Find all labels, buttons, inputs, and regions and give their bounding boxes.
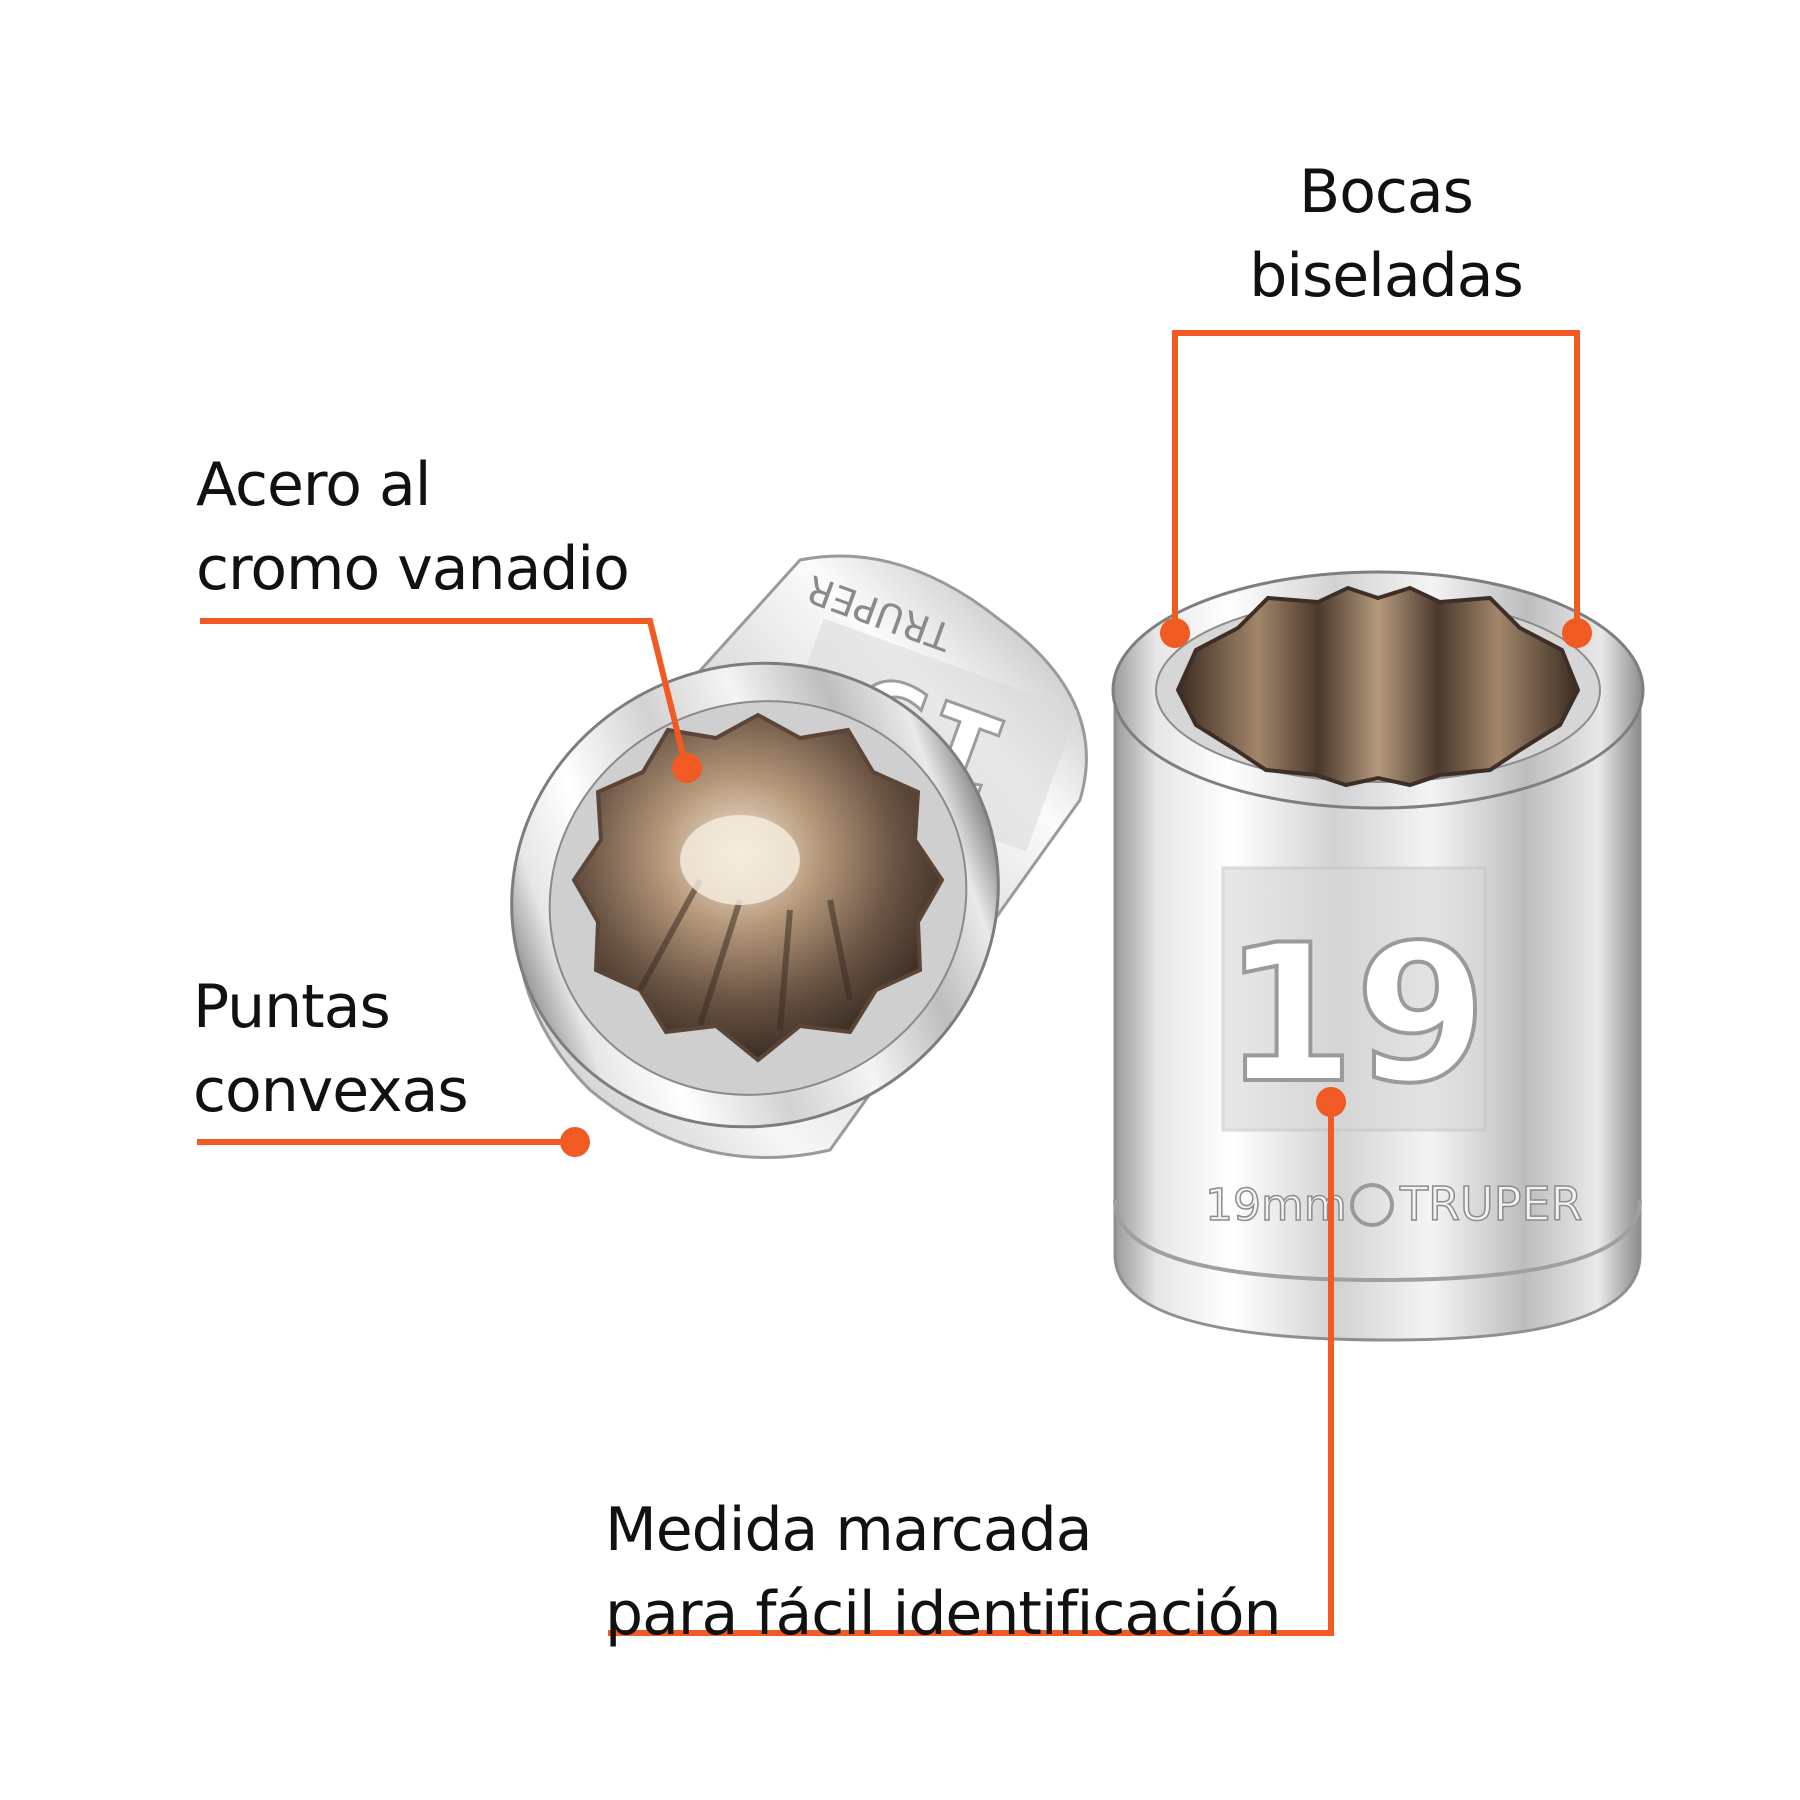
leader-medida xyxy=(608,1100,1334,1636)
right-socket: 19 19mm TRUPER xyxy=(1111,570,1645,1342)
right-socket-brand-mark: TRUPER xyxy=(1399,1177,1583,1231)
callout-puntas-convexas: Puntas convexas xyxy=(193,965,469,1133)
dot-medida xyxy=(1316,1087,1346,1117)
left-socket: 19 TRUPER xyxy=(510,554,1088,1159)
callout-lines xyxy=(197,330,1580,1636)
dot-bocas-left xyxy=(1160,618,1190,648)
callout-acero-cromo-vanadio: Acero al cromo vanadio xyxy=(196,443,630,611)
callout-acero-line1: Acero al xyxy=(196,450,431,520)
callout-bocas-line1: Bocas xyxy=(1299,157,1474,227)
callout-medida-line2: para fácil identificación xyxy=(605,1579,1281,1649)
callout-acero-line2: cromo vanadio xyxy=(196,534,630,604)
right-socket-mm-mark: 19mm xyxy=(1205,1180,1347,1231)
dot-puntas xyxy=(560,1127,590,1157)
callout-puntas-line1: Puntas xyxy=(193,972,391,1042)
leader-bocas xyxy=(1172,330,1580,630)
callout-bocas-biseladas: Bocas biseladas xyxy=(1236,150,1536,318)
brand-logo-icon xyxy=(1350,1183,1394,1227)
dot-bocas-right xyxy=(1562,618,1592,648)
callout-puntas-line2: convexas xyxy=(193,1056,469,1126)
callout-dots xyxy=(560,618,1592,1157)
callout-bocas-line2: biseladas xyxy=(1249,241,1523,311)
dot-acero xyxy=(672,753,702,783)
leader-acero xyxy=(200,618,688,764)
callout-medida-line1: Medida marcada xyxy=(605,1495,1093,1565)
right-socket-size-mark: 19 xyxy=(1223,904,1487,1125)
callout-medida-marcada: Medida marcada para fácil identificación xyxy=(605,1488,1281,1656)
